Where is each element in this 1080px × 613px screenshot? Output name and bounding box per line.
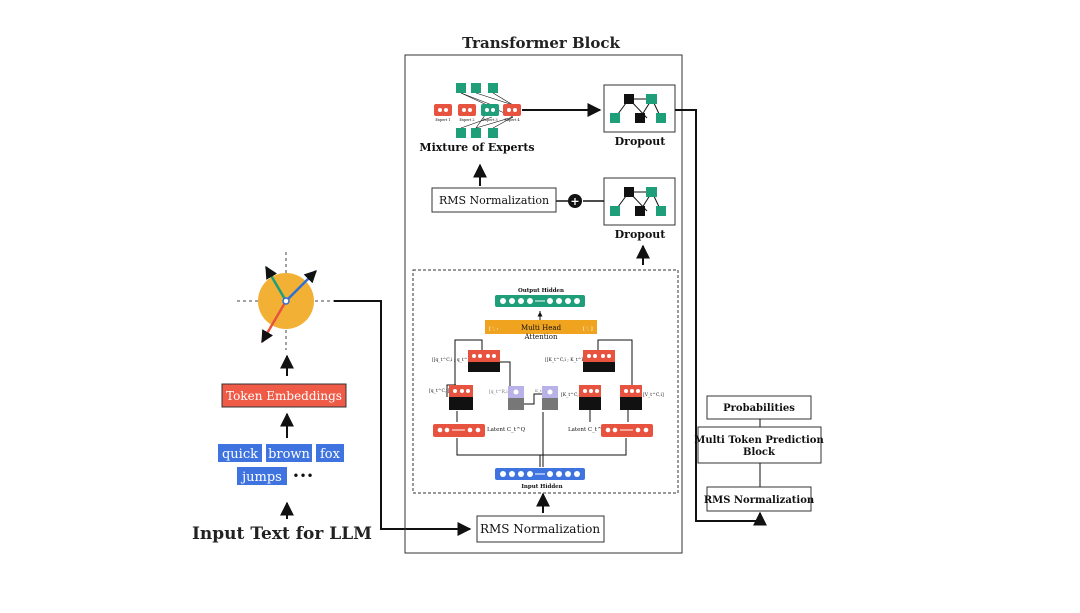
q-concat-label: [[q_t^C,i ; q_t^R,i]] — [432, 356, 477, 363]
rope-vector-red — [260, 300, 288, 344]
mid-rms-label: RMS Normalization — [439, 194, 549, 207]
mid-rms-box — [431, 187, 557, 213]
rope-vector-green — [264, 265, 288, 302]
transformer-block-frame — [404, 54, 683, 554]
mha-label-line1: Multi Head — [521, 324, 562, 332]
output-hidden-label: Output Hidden — [518, 288, 564, 294]
latent-kv-vector — [601, 424, 653, 437]
q-r-stack — [508, 386, 524, 410]
k-c-stack — [579, 385, 601, 410]
dropout-top-box — [603, 84, 676, 133]
transformer-block-title: Transformer Block — [462, 34, 620, 52]
token-box — [218, 444, 262, 462]
residual-plus-circle — [568, 194, 582, 208]
q-c-label: [q_t^C,i] — [429, 387, 450, 394]
token-box — [237, 467, 287, 485]
q-concat-stack — [468, 350, 500, 372]
token-box — [316, 444, 344, 462]
input-text-label: Input Text for LLM — [192, 524, 372, 544]
probabilities-label: Probabilities — [723, 403, 795, 414]
token-label: quick — [222, 447, 258, 462]
expert-label: Expert 4 — [504, 118, 520, 122]
moe-label: Mixture of Experts — [419, 141, 534, 154]
k-r-small-label: K_t^R — [535, 388, 549, 393]
latent-kv-label: Latent C_t^KV — [568, 426, 611, 433]
mtp-label: Multi Token Prediction — [694, 435, 824, 446]
rope-vector-blue — [285, 270, 317, 302]
expert-label: Expert 3 — [482, 118, 497, 122]
dropout-mid-box — [603, 177, 676, 226]
v-c-stack — [620, 385, 642, 410]
moe-graphic — [434, 83, 521, 138]
probabilities-box — [706, 395, 812, 420]
token-box — [266, 444, 312, 462]
residual-plus-label: + — [570, 195, 579, 208]
k-concat-label: [[K_t^C,i ; K_t^R]] — [545, 356, 589, 363]
mha-bracket-right: [ ⁱ, ] — [583, 326, 593, 332]
token-embeddings-box — [221, 383, 347, 408]
dropout-mid-label: Dropout — [615, 228, 667, 241]
token-label: brown — [268, 447, 310, 462]
token-boxes: quick brown fox jumps ••• — [218, 444, 344, 485]
arrow-block-to-right-stack — [675, 109, 767, 526]
latent-q-vector — [433, 424, 485, 437]
bottom-rms-box — [476, 515, 605, 543]
mha-bracket-left: [ ⁱ, ₜ — [489, 326, 499, 332]
rotary-embedding-graphic — [237, 252, 335, 350]
multi-head-attention-box — [485, 320, 597, 334]
latent-q-label: Latent C_t^Q — [487, 426, 526, 433]
bottom-rms-label: RMS Normalization — [480, 522, 600, 536]
mha-label-line2: Attention — [524, 333, 558, 341]
dropout-top-label: Dropout — [615, 135, 667, 148]
token-label: fox — [320, 447, 341, 462]
input-hidden-vector — [495, 468, 585, 480]
expert-label: Expert 1 — [435, 118, 450, 122]
v-c-label: [V_t^C,i] — [643, 391, 664, 398]
token-label: jumps — [240, 470, 282, 485]
token-embeddings-label: Token Embeddings — [226, 389, 342, 403]
input-hidden-label: Input Hidden — [521, 484, 562, 490]
k-concat-stack — [583, 350, 615, 372]
right-rms-label: RMS Normalization — [704, 495, 815, 506]
arrow-rope-to-rms — [334, 300, 472, 536]
attention-block-frame — [412, 269, 679, 494]
mtp-label-line2: Block — [743, 447, 776, 458]
output-hidden-vector — [495, 295, 585, 307]
k-r-stack — [542, 386, 558, 410]
expert-label: Expert 2 — [459, 118, 474, 122]
q-c-stack — [449, 385, 473, 410]
mtp-box — [697, 426, 822, 464]
right-rms-box — [706, 486, 812, 512]
tokens-ellipsis: ••• — [292, 469, 313, 483]
k-c-label: [K_t^C,i] — [561, 391, 582, 398]
rope-center — [282, 297, 290, 305]
q-r-label: [q_t^R,i] — [489, 388, 510, 395]
